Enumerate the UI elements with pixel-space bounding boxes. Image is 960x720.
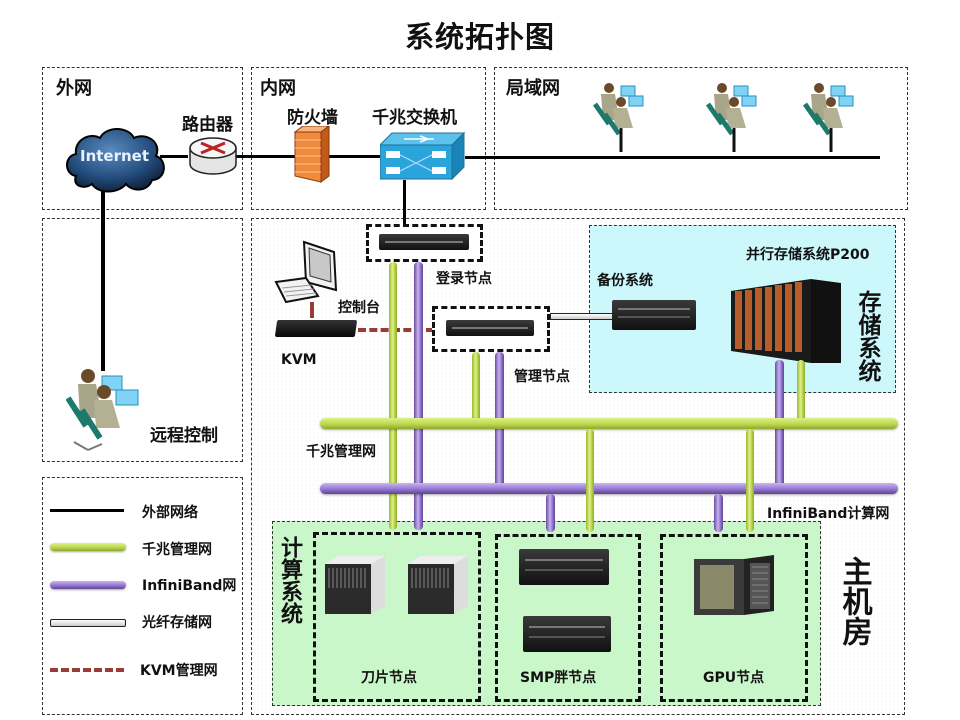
legend-swatch-gigabit — [50, 543, 126, 551]
gpu-nodes-label: GPU节点 — [703, 670, 765, 686]
blade-server-icon — [408, 556, 468, 614]
legend-label: KVM管理网 — [140, 663, 218, 679]
zone-external-label: 外网 — [56, 78, 92, 99]
legend-label: InfiniBand网 — [142, 578, 237, 594]
console-label: 控制台 — [338, 300, 380, 316]
blade-nodes-box[interactable] — [313, 532, 481, 702]
blade-nodes-label: 刀片节点 — [361, 670, 417, 686]
zone-compute-label: 计算系统 — [277, 536, 302, 624]
remote-control-label: 远程控制 — [150, 426, 218, 446]
login-gigabit-link — [389, 262, 397, 530]
zone-machine-room-label: 主机房 — [836, 556, 872, 646]
zone-storage-label: 存储系统 — [854, 290, 880, 382]
storage-array-icon[interactable] — [731, 279, 841, 363]
internet-cloud-icon[interactable] — [62, 124, 168, 194]
legend-label: 外部网络 — [142, 505, 198, 521]
link-switch-lan — [465, 156, 880, 159]
firewall-icon[interactable] — [293, 126, 333, 184]
legend-swatch-infiniband — [50, 581, 126, 589]
storage-gigabit-link — [797, 360, 805, 422]
internet-label: Internet — [80, 147, 150, 165]
mgmt-server-icon — [446, 320, 534, 336]
mgmt-gigabit-link — [472, 352, 480, 422]
console-computer-icon[interactable] — [274, 238, 354, 304]
smp-nodes-box[interactable] — [495, 534, 641, 702]
router-label: 路由器 — [182, 115, 233, 135]
gigabit-mgmt-bus-label: 千兆管理网 — [306, 444, 376, 460]
link-router-firewall — [236, 155, 296, 158]
switch-icon[interactable] — [380, 131, 466, 181]
legend-swatch-fiber — [50, 619, 126, 627]
lan-workstation-icon[interactable] — [593, 78, 649, 154]
smp-infiniband-link — [546, 494, 555, 532]
mgmt-node-label: 管理节点 — [514, 369, 570, 385]
zone-legend — [42, 477, 243, 715]
router-icon[interactable] — [188, 134, 238, 178]
zone-external — [42, 67, 243, 210]
smp-nodes-label: SMP胖节点 — [520, 670, 597, 686]
infiniband-compute-bus — [320, 483, 898, 494]
firewall-label: 防火墙 — [287, 108, 338, 128]
zone-lan-label: 局域网 — [506, 78, 560, 99]
blade-server-icon — [325, 556, 385, 614]
legend-swatch-kvm — [50, 668, 124, 672]
backup-system-label: 备份系统 — [597, 273, 653, 289]
lan-workstation-icon[interactable] — [706, 78, 762, 154]
remote-workstation-icon[interactable] — [66, 366, 144, 458]
login-server-icon — [379, 234, 469, 250]
link-internet-remote — [101, 185, 105, 371]
parallel-storage-label: 并行存储系统P200 — [746, 247, 870, 263]
smp-gigabit-link — [586, 429, 594, 532]
kvm-device-icon[interactable] — [274, 320, 358, 337]
legend-label: 千兆管理网 — [142, 542, 212, 558]
zone-remote — [42, 218, 243, 462]
smp-server-icon — [519, 549, 609, 585]
link-mgmt-backup-fiber — [550, 313, 616, 320]
link-internet-router — [160, 155, 188, 158]
gigabit-mgmt-bus — [320, 418, 898, 429]
lan-workstation-icon[interactable] — [803, 78, 859, 154]
gpu-nodes-box[interactable] — [660, 534, 808, 702]
link-console-kvm — [310, 302, 314, 318]
diagram-title: 系统拓扑图 — [404, 20, 555, 54]
legend-swatch-solid-black — [50, 509, 124, 512]
gpu-server-icon — [694, 555, 774, 615]
infiniband-bus-label: InfiniBand计算网 — [767, 506, 890, 522]
zone-lan — [494, 67, 908, 210]
backup-server-icon[interactable] — [612, 300, 696, 330]
gpu-gigabit-link — [746, 429, 754, 532]
smp-server-icon — [523, 616, 611, 652]
link-firewall-switch — [328, 155, 380, 158]
gpu-infiniband-link — [714, 494, 723, 532]
kvm-label: KVM — [281, 352, 317, 368]
login-infiniband-link — [414, 262, 423, 530]
legend-label: 光纤存储网 — [142, 615, 212, 631]
zone-internal-label: 内网 — [260, 78, 296, 99]
login-node-label: 登录节点 — [436, 271, 492, 287]
link-switch-login — [403, 180, 406, 226]
switch-label: 千兆交换机 — [372, 108, 457, 128]
zone-internal — [251, 67, 486, 210]
